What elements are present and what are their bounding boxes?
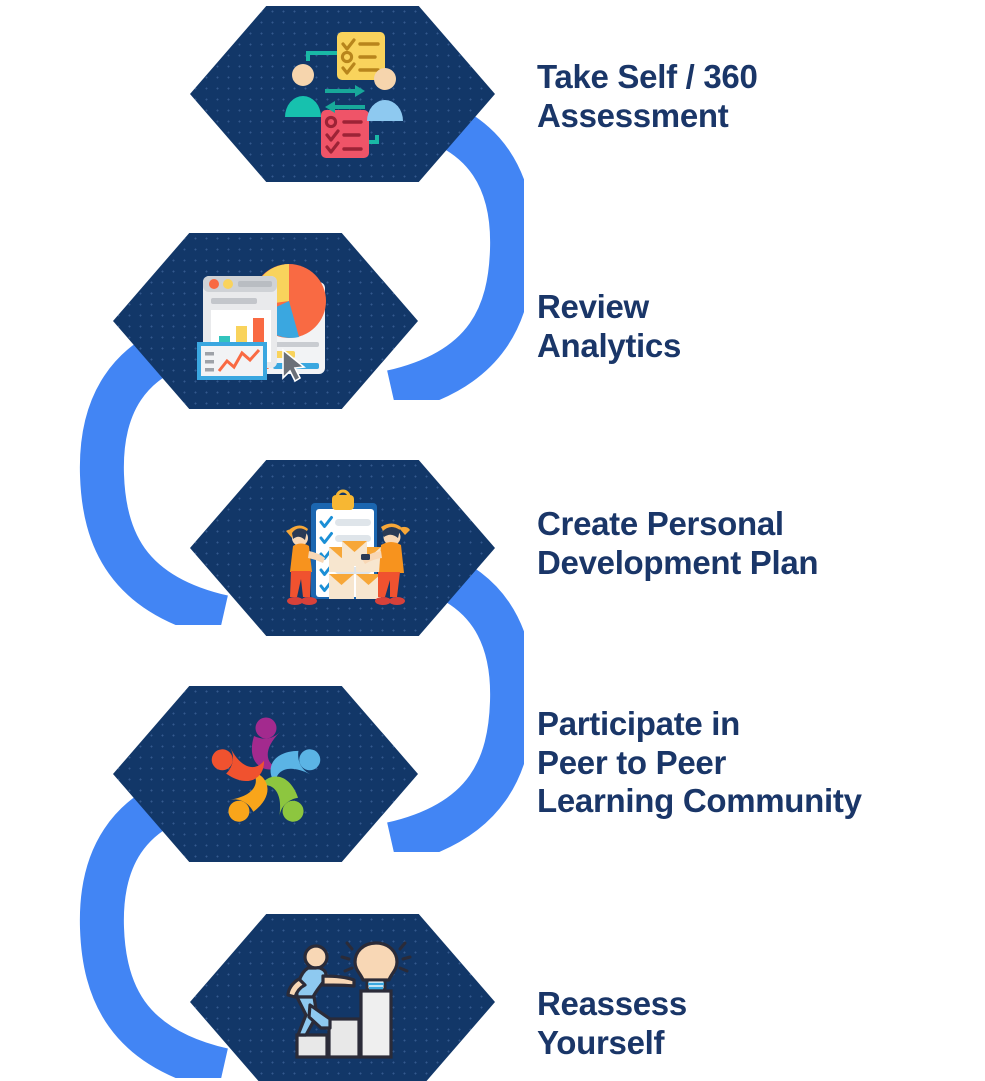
step-4-participate-peer-learning[interactable] — [113, 686, 418, 862]
step-2-review-analytics[interactable] — [113, 233, 418, 409]
step-5-reassess-yourself[interactable] — [190, 914, 495, 1081]
reassess-yourself-icon — [190, 914, 495, 1081]
step-3-create-personal-development-plan[interactable] — [190, 460, 495, 636]
peer-learning-community-icon — [113, 686, 418, 862]
step-1-take-self-360-assessment[interactable] — [190, 6, 495, 182]
step-4-label: Participate in Peer to Peer Learning Com… — [537, 705, 862, 820]
connector-step3-to-step4 — [374, 552, 524, 852]
step-2-hexagon — [113, 233, 418, 409]
personal-development-plan-icon — [190, 460, 495, 636]
step-1-label: Take Self / 360 Assessment — [537, 58, 758, 134]
step-2-label: Review Analytics — [537, 288, 682, 364]
connector-step1-to-step2 — [374, 100, 524, 400]
step-5-label: Reassess Yourself — [537, 985, 687, 1061]
step-3-label: Create Personal Development Plan — [537, 505, 819, 581]
self-360-assessment-icon — [190, 6, 495, 182]
review-analytics-icon — [113, 233, 418, 409]
